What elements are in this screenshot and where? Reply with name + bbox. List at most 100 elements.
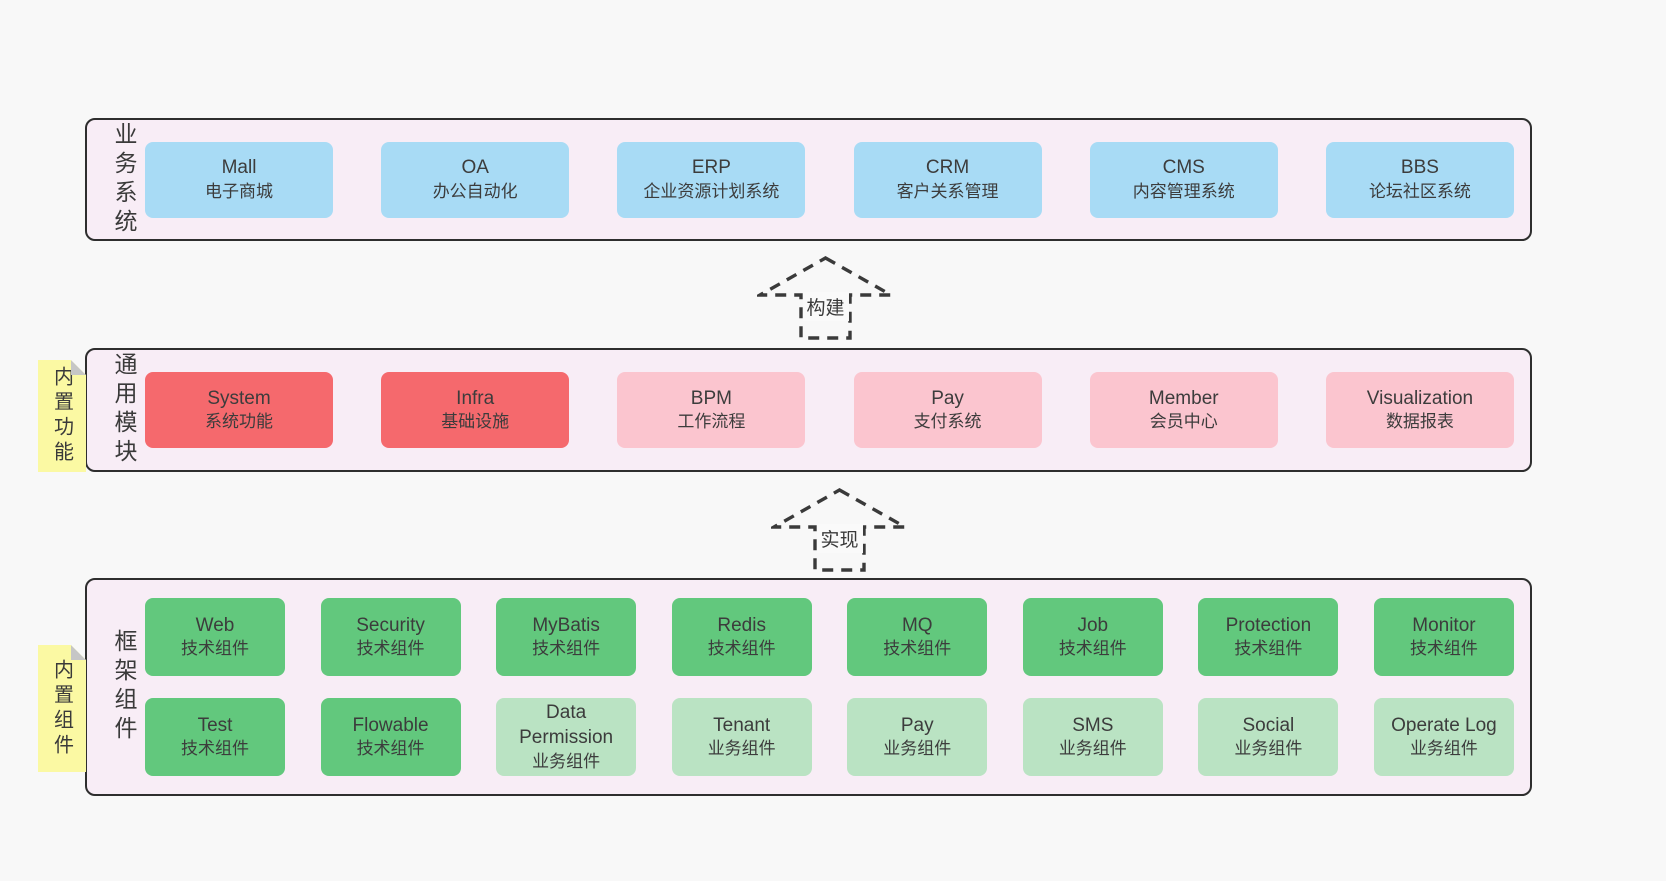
module-box-subtitle: 技术组件 (883, 639, 952, 659)
module-box-bpm: BPM 工作流程 (617, 372, 806, 448)
module-box-redis: Redis 技术组件 (671, 598, 812, 676)
module-box-title: Job (1077, 614, 1109, 636)
module-box-subtitle: 技术组件 (1058, 639, 1127, 659)
module-box-operate-log: Operate Log 业务组件 (1373, 698, 1514, 776)
module-box-visualization: Visualization 数据报表 (1325, 372, 1514, 448)
module-box-subtitle: 技术组件 (1234, 639, 1303, 659)
module-box-flowable: Flowable 技术组件 (320, 698, 461, 776)
module-box-subtitle: 系统功能 (205, 412, 273, 432)
module-box-web: Web 技术组件 (145, 598, 285, 676)
module-box-title: Social (1242, 714, 1295, 736)
module-box-subtitle: 会员中心 (1149, 412, 1218, 432)
module-box-title: BPM (690, 387, 732, 409)
module-box-subtitle: 技术组件 (356, 739, 425, 759)
band-label-common-modules: 通用模块 (111, 352, 137, 468)
module-box-subtitle: 企业资源计划系统 (643, 181, 780, 201)
module-box-subtitle: 技术组件 (1409, 639, 1478, 659)
module-box-title: Security (356, 614, 425, 636)
module-box-pay: Pay 支付系统 (853, 372, 1042, 448)
module-box-title: Protection (1225, 614, 1312, 636)
module-box-security: Security 技术组件 (320, 598, 461, 676)
arrow-implement: 实现 (771, 487, 908, 573)
sticky-tag-built-in-components: 内置组件 (38, 645, 86, 772)
module-box-title: CMS (1162, 157, 1205, 179)
module-box-subtitle: 业务组件 (1058, 739, 1127, 759)
band-label-business-systems: 业务系统 (111, 121, 137, 238)
module-box-title: Pay (931, 387, 964, 409)
module-box-title: ERP (691, 157, 731, 179)
module-box-title: Web (195, 614, 235, 636)
module-box-subtitle: 工作流程 (677, 412, 746, 432)
module-box-title: Test (197, 714, 233, 736)
module-box-subtitle: 基础设施 (441, 412, 510, 432)
module-box-subtitle: 技术组件 (181, 639, 249, 659)
module-box-title: Flowable (352, 714, 429, 736)
module-box-subtitle: 业务组件 (1409, 739, 1478, 759)
module-box-subtitle: 支付系统 (913, 412, 982, 432)
module-box-title: MyBatis (532, 614, 600, 636)
module-box-subtitle: 技术组件 (707, 639, 776, 659)
module-box-title: Redis (717, 614, 766, 636)
arrow-implement-label: 实现 (816, 524, 863, 553)
module-box-mq: MQ 技术组件 (847, 598, 988, 676)
module-box-title: Tenant (713, 714, 771, 736)
common-modules-grid: System 系统功能 Infra 基础设施 BPM 工作流程 Pay 支付系统 Member 会… (145, 350, 1514, 470)
module-box-job: Job 技术组件 (1022, 598, 1163, 676)
band-label-framework-components: 框架组件 (111, 629, 137, 745)
module-box-title: Data Permission (519, 702, 614, 748)
module-box-tenant: Tenant 业务组件 (671, 698, 812, 776)
module-box-title: CRM (925, 157, 970, 179)
module-box-subtitle: 数据报表 (1385, 412, 1454, 432)
up-arrow-icon (771, 488, 908, 572)
module-box-title: System (207, 387, 271, 409)
module-box-title: Operate Log (1391, 714, 1497, 736)
module-box-subtitle: 业务组件 (532, 751, 601, 771)
module-box-title: MQ (901, 614, 933, 636)
module-box-pay: Pay 业务组件 (847, 698, 988, 776)
module-box-subtitle: 论坛社区系统 (1368, 181, 1471, 201)
module-box-infra: Infra 基础设施 (381, 372, 570, 448)
module-box-monitor: Monitor 技术组件 (1373, 598, 1514, 676)
module-box-system: System 系统功能 (145, 372, 333, 448)
module-box-subtitle: 技术组件 (532, 639, 601, 659)
sticky-tag-built-in-components-label: 内置组件 (50, 658, 73, 759)
module-box-title: Pay (900, 714, 934, 736)
module-box-subtitle: 业务组件 (1234, 739, 1303, 759)
module-box-subtitle: 内容管理系统 (1132, 181, 1235, 201)
sticky-tag-built-in-features: 内置功能 (38, 360, 86, 472)
module-box-title: OA (461, 157, 489, 179)
module-box-data-permission: Data Permission 业务组件 (496, 698, 637, 776)
module-box-title: Monitor (1412, 614, 1476, 636)
module-box-title: Infra (456, 387, 495, 409)
up-arrow-icon (757, 256, 894, 340)
arrow-build: 构建 (757, 255, 894, 341)
module-box-social: Social 业务组件 (1198, 698, 1339, 776)
module-box-member: Member 会员中心 (1089, 372, 1278, 448)
module-box-subtitle: 办公自动化 (432, 181, 518, 201)
module-box-sms: SMS 业务组件 (1022, 698, 1163, 776)
module-box-title: BBS (1400, 157, 1439, 179)
module-box-title: SMS (1072, 714, 1114, 736)
module-box-protection: Protection 技术组件 (1198, 598, 1339, 676)
module-box-title: Visualization (1366, 387, 1474, 409)
arrow-build-label: 构建 (802, 292, 849, 321)
module-box-subtitle: 电子商城 (205, 181, 273, 201)
module-box-subtitle: 技术组件 (356, 639, 425, 659)
module-box-subtitle: 业务组件 (883, 739, 952, 759)
module-box-subtitle: 业务组件 (707, 739, 776, 759)
module-box-title: Member (1148, 387, 1219, 409)
module-box-subtitle: 客户关系管理 (896, 181, 999, 201)
band-common-modules: 通用模块 System 系统功能 Infra 基础设施 BPM 工作流程 Pay 支付系统 Me… (85, 348, 1532, 472)
